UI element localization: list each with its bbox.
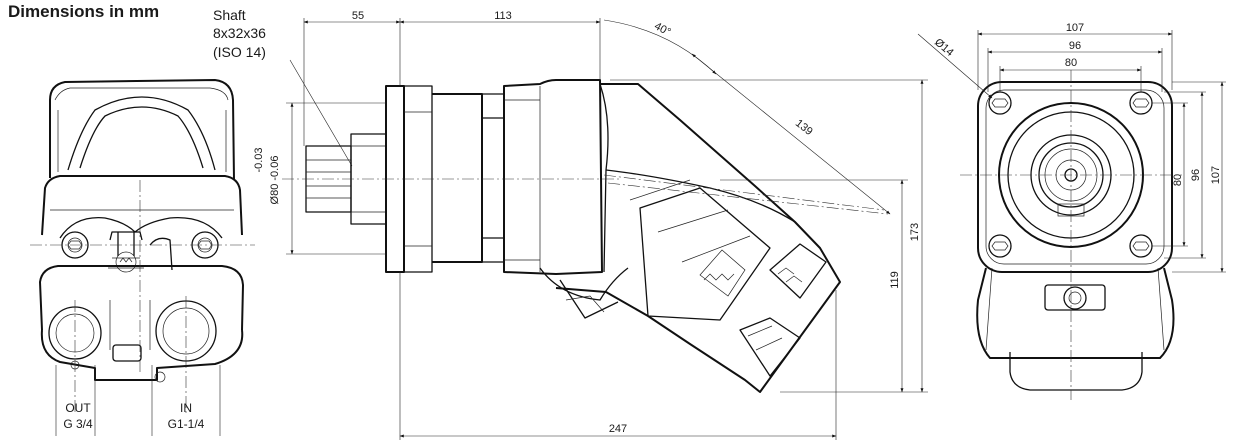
- dim-173: 173: [909, 223, 921, 241]
- in-port-thread: G1-1/4: [168, 417, 205, 431]
- flange-view: [917, 30, 1226, 400]
- shaft-label-line3: (ISO 14): [213, 44, 266, 60]
- dim-247: 247: [609, 423, 627, 435]
- shaft-label: Shaft 8x32x36 (ISO 14): [213, 7, 353, 167]
- side-view-dimensions: 55 113 40° 139 -0.03 Ø80 -0.06 173 119 2…: [253, 10, 921, 435]
- out-port-thread: G 3/4: [63, 417, 93, 431]
- dim-80-side: 80: [1172, 174, 1184, 186]
- side-view: [282, 18, 928, 440]
- dim-55: 55: [352, 10, 364, 22]
- square-flange: [977, 81, 1173, 273]
- shaft-label-line2: 8x32x36: [213, 25, 266, 41]
- shaft-diameter-tolerance: Ø80 -0.06: [269, 156, 281, 205]
- drain-port: [1063, 286, 1087, 310]
- dim-80-top: 80: [1065, 57, 1077, 69]
- shaft-leader-line: [289, 59, 353, 167]
- dim-113: 113: [494, 10, 512, 22]
- dim-107-side: 107: [1210, 166, 1222, 184]
- out-port-label: OUT G 3/4: [63, 401, 93, 431]
- drawing-title: Dimensions in mm: [8, 2, 159, 21]
- in-port-name: IN: [180, 401, 192, 415]
- dim-96-side: 96: [1190, 169, 1202, 181]
- cylinder-barrel: [639, 187, 771, 321]
- shaft-tolerance-upper: -0.03: [253, 147, 265, 172]
- dim-107-top: 107: [1066, 22, 1084, 34]
- out-port-name: OUT: [65, 401, 91, 415]
- shaft-label-line1: Shaft: [213, 7, 246, 23]
- dim-96-top: 96: [1069, 40, 1081, 52]
- flange-bolt-holes: [988, 91, 1153, 258]
- dim-119: 119: [889, 271, 901, 289]
- in-port-label: IN G1-1/4: [168, 401, 205, 431]
- bolt-hole-diameter: Ø14: [932, 36, 956, 59]
- front-view: [30, 79, 255, 436]
- dim-139: 139: [793, 117, 815, 138]
- angle-40: 40°: [652, 20, 672, 38]
